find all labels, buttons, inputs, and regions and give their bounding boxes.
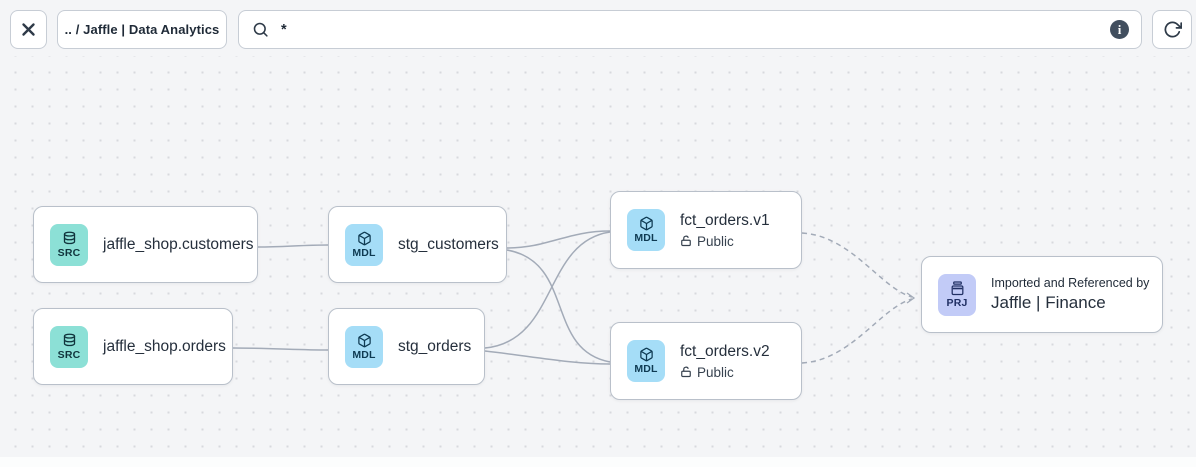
close-button[interactable]: [10, 10, 47, 49]
model-badge: MDL: [627, 340, 665, 382]
close-icon: [22, 23, 35, 36]
source-badge: SRC: [50, 223, 88, 266]
search-input[interactable]: [279, 20, 1110, 39]
node-source-jaffle-shop-orders[interactable]: SRC jaffle_shop.orders: [33, 308, 233, 385]
node-project-jaffle-finance[interactable]: PRJ Imported and Referenced by Jaffle | …: [921, 256, 1163, 333]
node-title: jaffle_shop.orders: [103, 337, 226, 355]
node-title: fct_orders.v2: [680, 343, 770, 361]
magnifier-icon: [253, 22, 268, 37]
node-title: fct_orders.v1: [680, 212, 770, 230]
badge-label: MDL: [352, 348, 376, 361]
node-model-fct-orders-v1[interactable]: MDL fct_orders.v1 Public: [610, 191, 802, 269]
source-badge: SRC: [50, 325, 88, 368]
archive-box-icon: [951, 281, 963, 295]
badge-label: PRJ: [946, 296, 968, 309]
breadcrumb[interactable]: .. / Jaffle | Data Analytics: [57, 10, 227, 49]
cube-icon: [357, 231, 371, 246]
cube-icon: [639, 216, 653, 231]
search-box[interactable]: i: [238, 10, 1142, 49]
badge-label: SRC: [57, 348, 81, 361]
lock-open-icon: [681, 366, 691, 378]
database-icon: [63, 231, 75, 244]
cube-icon: [639, 347, 653, 362]
node-source-jaffle-shop-customers[interactable]: SRC jaffle_shop.customers: [33, 206, 258, 283]
database-icon: [63, 333, 75, 346]
badge-label: MDL: [352, 246, 376, 259]
node-title: Jaffle | Finance: [991, 293, 1106, 312]
badge-label: MDL: [634, 363, 658, 376]
cube-icon: [357, 333, 371, 348]
model-badge: MDL: [627, 209, 665, 251]
access-label: Public: [697, 364, 734, 380]
node-model-stg-orders[interactable]: MDL stg_orders: [328, 308, 485, 385]
node-model-stg-customers[interactable]: MDL stg_customers: [328, 206, 507, 283]
info-circle-icon[interactable]: i: [1110, 20, 1129, 39]
node-title: jaffle_shop.customers: [103, 235, 254, 253]
refresh-icon: [1164, 21, 1182, 38]
canvas-bottom-fade: [0, 457, 1196, 467]
badge-label: MDL: [634, 232, 658, 245]
badge-label: SRC: [57, 246, 81, 259]
node-note: Imported and Referenced by: [991, 276, 1150, 290]
access-label: Public: [697, 233, 734, 249]
node-model-fct-orders-v2[interactable]: MDL fct_orders.v2 Public: [610, 322, 802, 400]
model-badge: MDL: [345, 223, 383, 266]
model-badge: MDL: [345, 325, 383, 368]
lock-open-icon: [681, 235, 691, 247]
node-title: stg_customers: [398, 235, 499, 253]
refresh-button[interactable]: [1152, 10, 1192, 49]
node-title: stg_orders: [398, 337, 472, 355]
project-badge: PRJ: [938, 273, 976, 316]
